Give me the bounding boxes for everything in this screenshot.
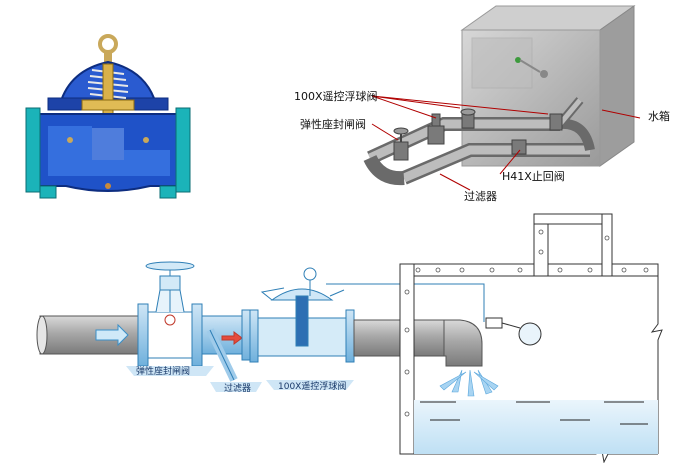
gate-valve-schematic [137, 261, 203, 367]
float-ball [485, 317, 542, 346]
label-tank-3d: 水箱 [648, 109, 670, 123]
water-tank-3d [460, 5, 636, 167]
label-float-valve: 100X遥控浮球阀 [278, 380, 346, 392]
label-check-valve-3d: H41X止回阀 [502, 169, 565, 183]
label-gate-valve-3d: 弹性座封闸阀 [300, 117, 366, 131]
float-valve-schematic [249, 267, 355, 363]
label-gate-valve: 弹性座封闸阀 [136, 365, 190, 377]
control-line [326, 283, 485, 322]
label-filter: 过滤器 [224, 382, 251, 394]
valves-3d [393, 108, 563, 161]
label-filter-3d: 过滤器 [464, 190, 497, 203]
label-float-valve-3d: 100X遥控浮球阀 [294, 89, 378, 103]
valve-cutaway-illustration [25, 34, 191, 199]
leader-lines-3d [371, 95, 641, 191]
tank-water [414, 400, 658, 454]
inlet-pipe [36, 315, 141, 355]
installation-3d-illustration: 100X遥控浮球阀 弹性座封闸阀 水箱 H41X止回阀 过滤器 [294, 5, 670, 203]
outlet-pipe [353, 319, 483, 367]
filter-schematic [201, 309, 251, 382]
schematic-illustration: 弹性座封闸阀 过滤器 100X遥控浮球阀 [36, 213, 663, 463]
water-spray [439, 369, 499, 397]
water-lines [420, 401, 648, 425]
label-tags [126, 366, 354, 392]
